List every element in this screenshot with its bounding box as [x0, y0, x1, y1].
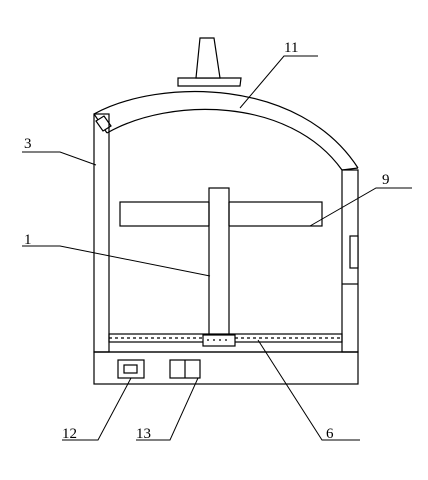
base	[93, 351, 359, 385]
label-12: 12	[62, 426, 77, 442]
label-9: 9	[382, 172, 390, 188]
label-11: 11	[284, 40, 298, 56]
label-3: 3	[24, 136, 32, 152]
stirring-paddle	[119, 187, 323, 337]
label-6: 6	[326, 426, 334, 442]
mesh-plate	[108, 333, 343, 347]
left-wall	[93, 113, 110, 353]
control-panel-12	[117, 359, 145, 379]
arched-lid	[93, 90, 359, 171]
right-wall	[341, 169, 359, 353]
label-1: 1	[24, 232, 32, 248]
label-13: 13	[136, 426, 151, 442]
top-cap	[177, 37, 242, 87]
leader-lines	[22, 55, 412, 441]
